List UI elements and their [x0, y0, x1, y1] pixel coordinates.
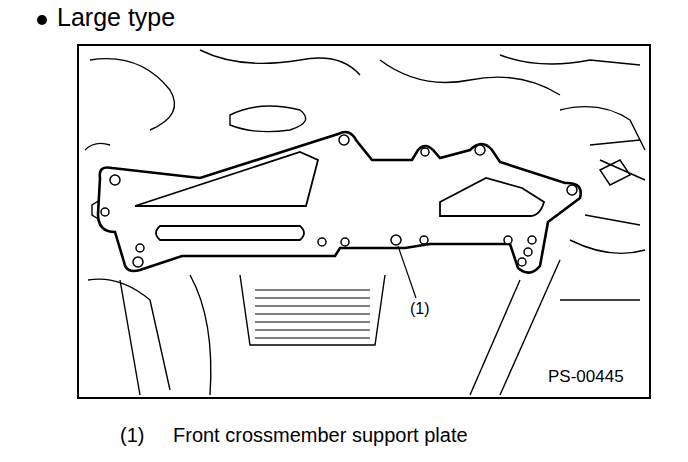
- background-parts: [190, 275, 211, 395]
- section-title: Large type: [57, 4, 175, 32]
- callout-number: (1): [408, 300, 432, 318]
- bolt-heads: [518, 258, 526, 266]
- background-parts: [585, 215, 640, 225]
- bolt-heads: [421, 148, 429, 156]
- background-parts: [590, 140, 640, 145]
- support-plate: [98, 132, 581, 273]
- support-plate: [440, 178, 544, 216]
- background-parts: [570, 240, 645, 253]
- bolt-heads: [341, 238, 349, 246]
- oil-pan-hatching: [255, 290, 370, 338]
- bolt-heads: [524, 248, 532, 256]
- bolt-heads: [318, 238, 326, 246]
- bolt-heads: [136, 244, 144, 252]
- background-parts: [230, 106, 306, 132]
- support-plate: [98, 132, 581, 273]
- bolt-heads: [133, 257, 143, 267]
- callout-number: (1): [120, 424, 144, 446]
- bolt-heads: [110, 175, 120, 185]
- bolt-heads: [420, 236, 428, 244]
- bolt-heads: [504, 236, 512, 244]
- background-parts: [85, 143, 110, 150]
- bolt-heads: [391, 235, 401, 245]
- part-name: Front crossmember support plate: [173, 424, 468, 446]
- background-parts: [600, 160, 630, 185]
- background-parts: [470, 280, 520, 395]
- bolt-heads: [339, 135, 349, 145]
- background-parts: [85, 50, 645, 395]
- oil-pan-hatching: [255, 290, 370, 338]
- background-parts: [560, 107, 645, 150]
- background-parts: [200, 50, 360, 75]
- background-parts: [90, 59, 175, 130]
- bullet-dot: [37, 15, 47, 25]
- background-parts: [380, 60, 560, 95]
- bolt-heads: [528, 236, 536, 244]
- bolt-heads: [475, 145, 485, 155]
- background-parts: [120, 280, 140, 395]
- background-parts: [240, 275, 385, 345]
- bolt-heads: [567, 185, 577, 195]
- background-parts: [560, 299, 640, 300]
- leader-line: [398, 246, 416, 298]
- background-parts: [500, 55, 640, 65]
- support-plate: [135, 152, 318, 206]
- figure-id: PS-00445: [546, 368, 626, 387]
- bolt-heads: [101, 208, 109, 216]
- bolt-heads: [101, 135, 577, 267]
- figure-frame: [78, 45, 650, 398]
- support-plate: [156, 226, 304, 240]
